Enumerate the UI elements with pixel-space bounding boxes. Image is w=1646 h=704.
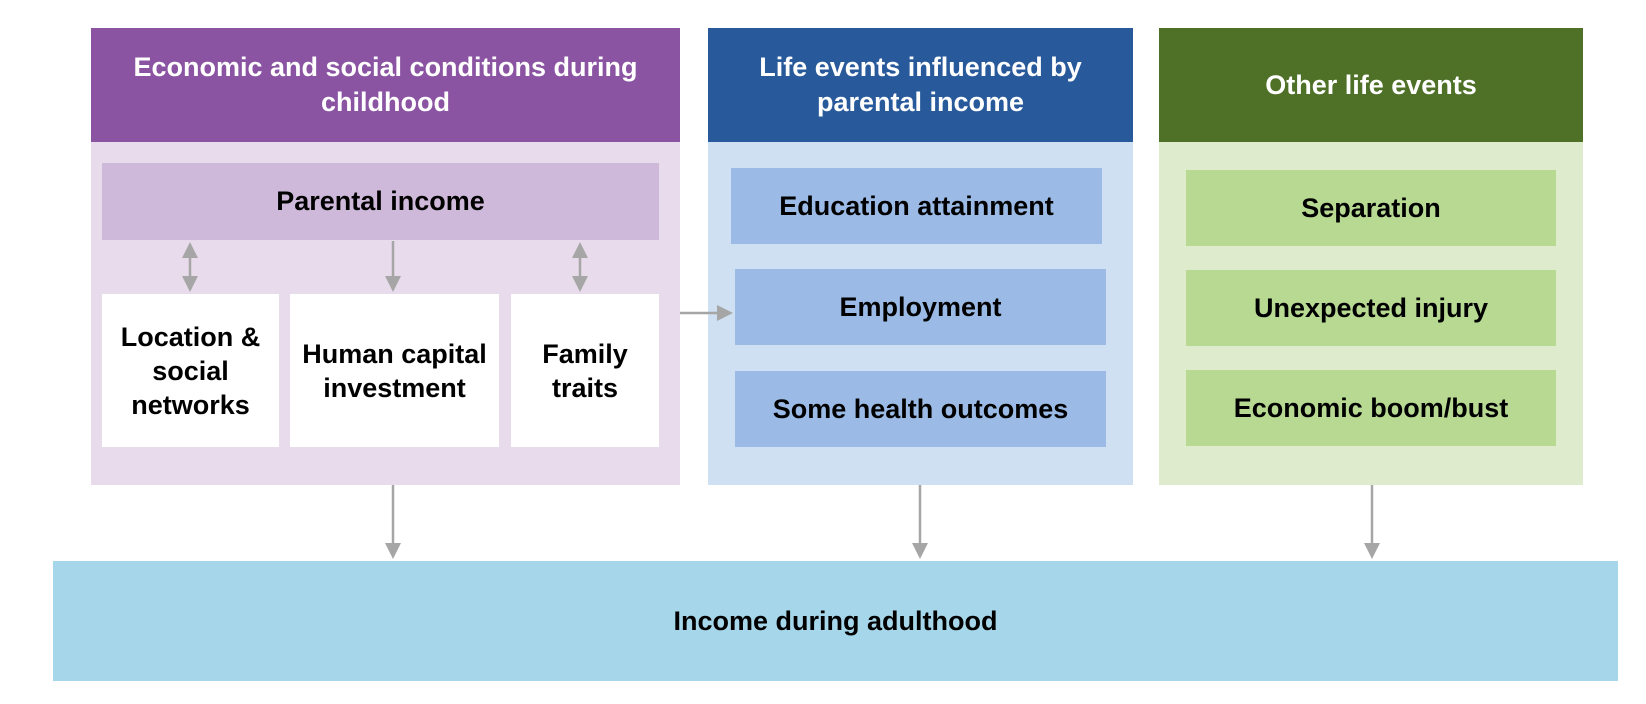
other-life-events-header: Other life events: [1159, 28, 1583, 142]
employment-box: Employment: [735, 269, 1106, 345]
location-social-networks-box: Location & social networks: [102, 294, 279, 447]
education-attainment-box: Education attainment: [731, 168, 1102, 244]
life-events-parental-header: Life events influenced by parental incom…: [708, 28, 1133, 142]
health-outcomes-box: Some health outcomes: [735, 371, 1106, 447]
childhood-conditions-header: Economic and social conditions during ch…: [91, 28, 680, 142]
economic-boom-bust-box: Economic boom/bust: [1186, 370, 1556, 446]
human-capital-investment-box: Human capital investment: [290, 294, 499, 447]
parental-income-box: Parental income: [102, 163, 659, 240]
unexpected-injury-box: Unexpected injury: [1186, 270, 1556, 346]
childhood-to-adult-arrow: [385, 485, 401, 559]
life-events-to-adult-arrow: [912, 485, 928, 559]
family-traits-box: Family traits: [511, 294, 659, 447]
adult-income-box: Income during adulthood: [53, 561, 1618, 681]
separation-box: Separation: [1186, 170, 1556, 246]
other-events-to-adult-arrow: [1364, 485, 1380, 559]
